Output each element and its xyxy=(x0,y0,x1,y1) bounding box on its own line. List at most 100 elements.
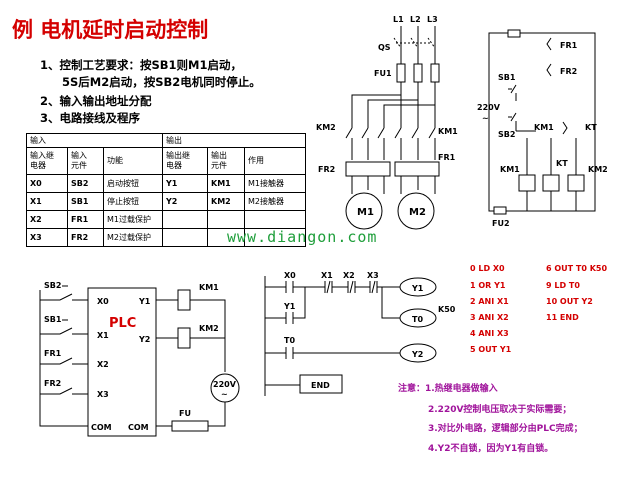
fr1-contact-icon xyxy=(546,37,552,51)
table-row: X2 FR1 M1过载保护 xyxy=(26,210,306,229)
fr2-label: FR2 xyxy=(318,165,335,174)
fuse-icon xyxy=(493,206,507,215)
program-line: 0 LD X0 xyxy=(470,264,505,273)
output-wires xyxy=(156,299,226,372)
ctrl-kt-label: KT xyxy=(585,123,597,132)
sb2-button-icon xyxy=(40,285,88,301)
plc-fr2-label: FR2 xyxy=(44,379,61,388)
fr2-contact-icon xyxy=(546,63,552,77)
plc-sb1-label: SB1 xyxy=(44,315,62,324)
bus-wires xyxy=(351,94,435,128)
kt-coil-icon xyxy=(542,174,560,192)
end-box xyxy=(299,374,343,394)
ladder-x3-label: X3 xyxy=(367,271,379,280)
sb1-button-icon xyxy=(508,84,517,101)
ctrl-tilde-label: ~ xyxy=(482,114,489,123)
table-row: X1 SB1 停止按钮 Y2 KM2 M2接触器 xyxy=(26,192,306,211)
ctrl-km2-coil-label: KM2 xyxy=(588,165,608,174)
ctrl-fu2-label: FU2 xyxy=(492,219,510,228)
ladder-t0-contact-label: T0 xyxy=(284,336,295,345)
plc-tilde-label: ~ xyxy=(221,390,228,399)
rung-1-contacts xyxy=(265,280,388,294)
plc-km2-label: KM2 xyxy=(199,324,219,333)
program-line: 2 ANI X1 xyxy=(470,297,509,306)
ctrl-fr1-label: FR1 xyxy=(560,41,578,50)
note-line-4: 4.Y2不自锁，因为Y1有自锁。 xyxy=(428,444,554,454)
subheader-output-relay: 输出继电器 xyxy=(162,147,208,175)
fuse-icon xyxy=(507,29,521,38)
ladder-end-label: END xyxy=(311,381,330,390)
plc-fr1-label: FR1 xyxy=(44,349,62,358)
qs-label: QS xyxy=(378,43,391,52)
phase-l3-label: L3 xyxy=(427,15,438,24)
ctrl-sb1-label: SB1 xyxy=(498,73,516,82)
ladder-x2-label: X2 xyxy=(343,271,355,280)
plc-box xyxy=(87,287,157,437)
table-row: X0 SB2 启动按钮 Y1 KM1 M1接触器 xyxy=(26,174,306,193)
fr1-thermal-icon xyxy=(394,161,440,177)
sb2-button-icon xyxy=(508,112,536,132)
ladder-k50-label: K50 xyxy=(438,305,456,314)
plc-x2-label: X2 xyxy=(97,360,109,369)
ctrl-sb2-label: SB2 xyxy=(498,130,515,139)
control-circuit-frame xyxy=(488,32,596,212)
rung-1-branch xyxy=(381,286,400,319)
plc-fu-label: FU xyxy=(179,409,191,418)
program-line: 11 END xyxy=(546,313,579,322)
km1-contact-icon xyxy=(562,121,568,135)
fr1-contact-icon xyxy=(40,357,88,365)
plc-y2-label: Y2 xyxy=(138,335,150,344)
watermark-text: www.diangon.com xyxy=(227,228,378,246)
m2-label: M2 xyxy=(409,207,426,218)
phase-l2-label: L2 xyxy=(410,15,421,24)
subheader-input-relay: 输入继电器 xyxy=(26,147,68,175)
km1-coil-icon xyxy=(177,289,191,311)
fuse-icon xyxy=(396,63,406,83)
fuse-icon xyxy=(413,63,423,83)
km1-contacts-icon xyxy=(394,127,436,160)
fuse-icon xyxy=(430,63,440,83)
requirement-line-1: 1、控制工艺要求：按SB1则M1启动， xyxy=(40,58,242,72)
ctrl-fr2-label: FR2 xyxy=(560,67,577,76)
ladder-x1-label: X1 xyxy=(321,271,333,280)
plc-x1-label: X1 xyxy=(97,331,109,340)
plc-com-left-label: COM xyxy=(91,423,112,432)
program-line: 3 ANI X2 xyxy=(470,313,509,322)
phase-l1-label: L1 xyxy=(393,15,404,24)
program-line: 9 LD T0 xyxy=(546,281,580,290)
input-common-wire xyxy=(39,290,88,427)
program-line: 10 OUT Y2 xyxy=(546,297,593,306)
note-line-1: 注意：1.热继电器做输入 xyxy=(398,384,498,394)
ctrl-voltage-label: 220V xyxy=(477,103,501,112)
plc-km1-label: KM1 xyxy=(199,283,219,292)
qs-switch-icon xyxy=(393,37,436,49)
requirement-line-3: 2、输入输出地址分配 xyxy=(40,94,152,108)
m2-motor-icon xyxy=(397,192,435,230)
ctrl-kt-coil-label: KT xyxy=(556,159,568,168)
plc-label: PLC xyxy=(109,316,136,331)
page-title: 例 电机延时启动控制 xyxy=(12,18,209,42)
fuse-icon xyxy=(171,420,209,432)
ctrl-km1-label: KM1 xyxy=(534,123,554,132)
sb1-button-icon xyxy=(40,319,88,335)
fu1-label: FU1 xyxy=(374,69,392,78)
requirement-line-2: 5S后M2启动，按SB2电机同时停止。 xyxy=(62,75,261,89)
m1-motor-icon xyxy=(345,192,383,230)
subheader-output-element: 输出元件 xyxy=(207,147,245,175)
plc-x3-label: X3 xyxy=(97,390,109,399)
plc-x0-label: X0 xyxy=(97,297,109,306)
ladder-t0-coil-label: T0 xyxy=(412,315,423,324)
fr2-contact-icon xyxy=(40,387,88,395)
plc-wiring: PLC X0 X1 X2 X3 Y1 Y2 COM COM SB2 SB1 FR… xyxy=(39,281,240,437)
y1-coil-icon xyxy=(399,277,437,297)
km1-coil-icon xyxy=(518,174,536,192)
coil-wires xyxy=(526,138,577,211)
t0-coil-icon xyxy=(399,308,437,328)
motor-leads xyxy=(351,176,436,194)
note-line-2: 2.220V控制电压取决于实际需要； xyxy=(428,405,572,415)
table-row: X3 FR2 M2过载保护 xyxy=(26,228,306,247)
ladder-diagram: X0 X1 X2 X3 Y1 K50 T0 Y1 T0 Y2 END xyxy=(264,271,456,396)
requirement-line-4: 3、电路接线及程序 xyxy=(40,111,141,125)
table-subheader-row: 输入继电器 输入元件 功能 输出继电器 输出元件 作用 xyxy=(26,147,306,175)
